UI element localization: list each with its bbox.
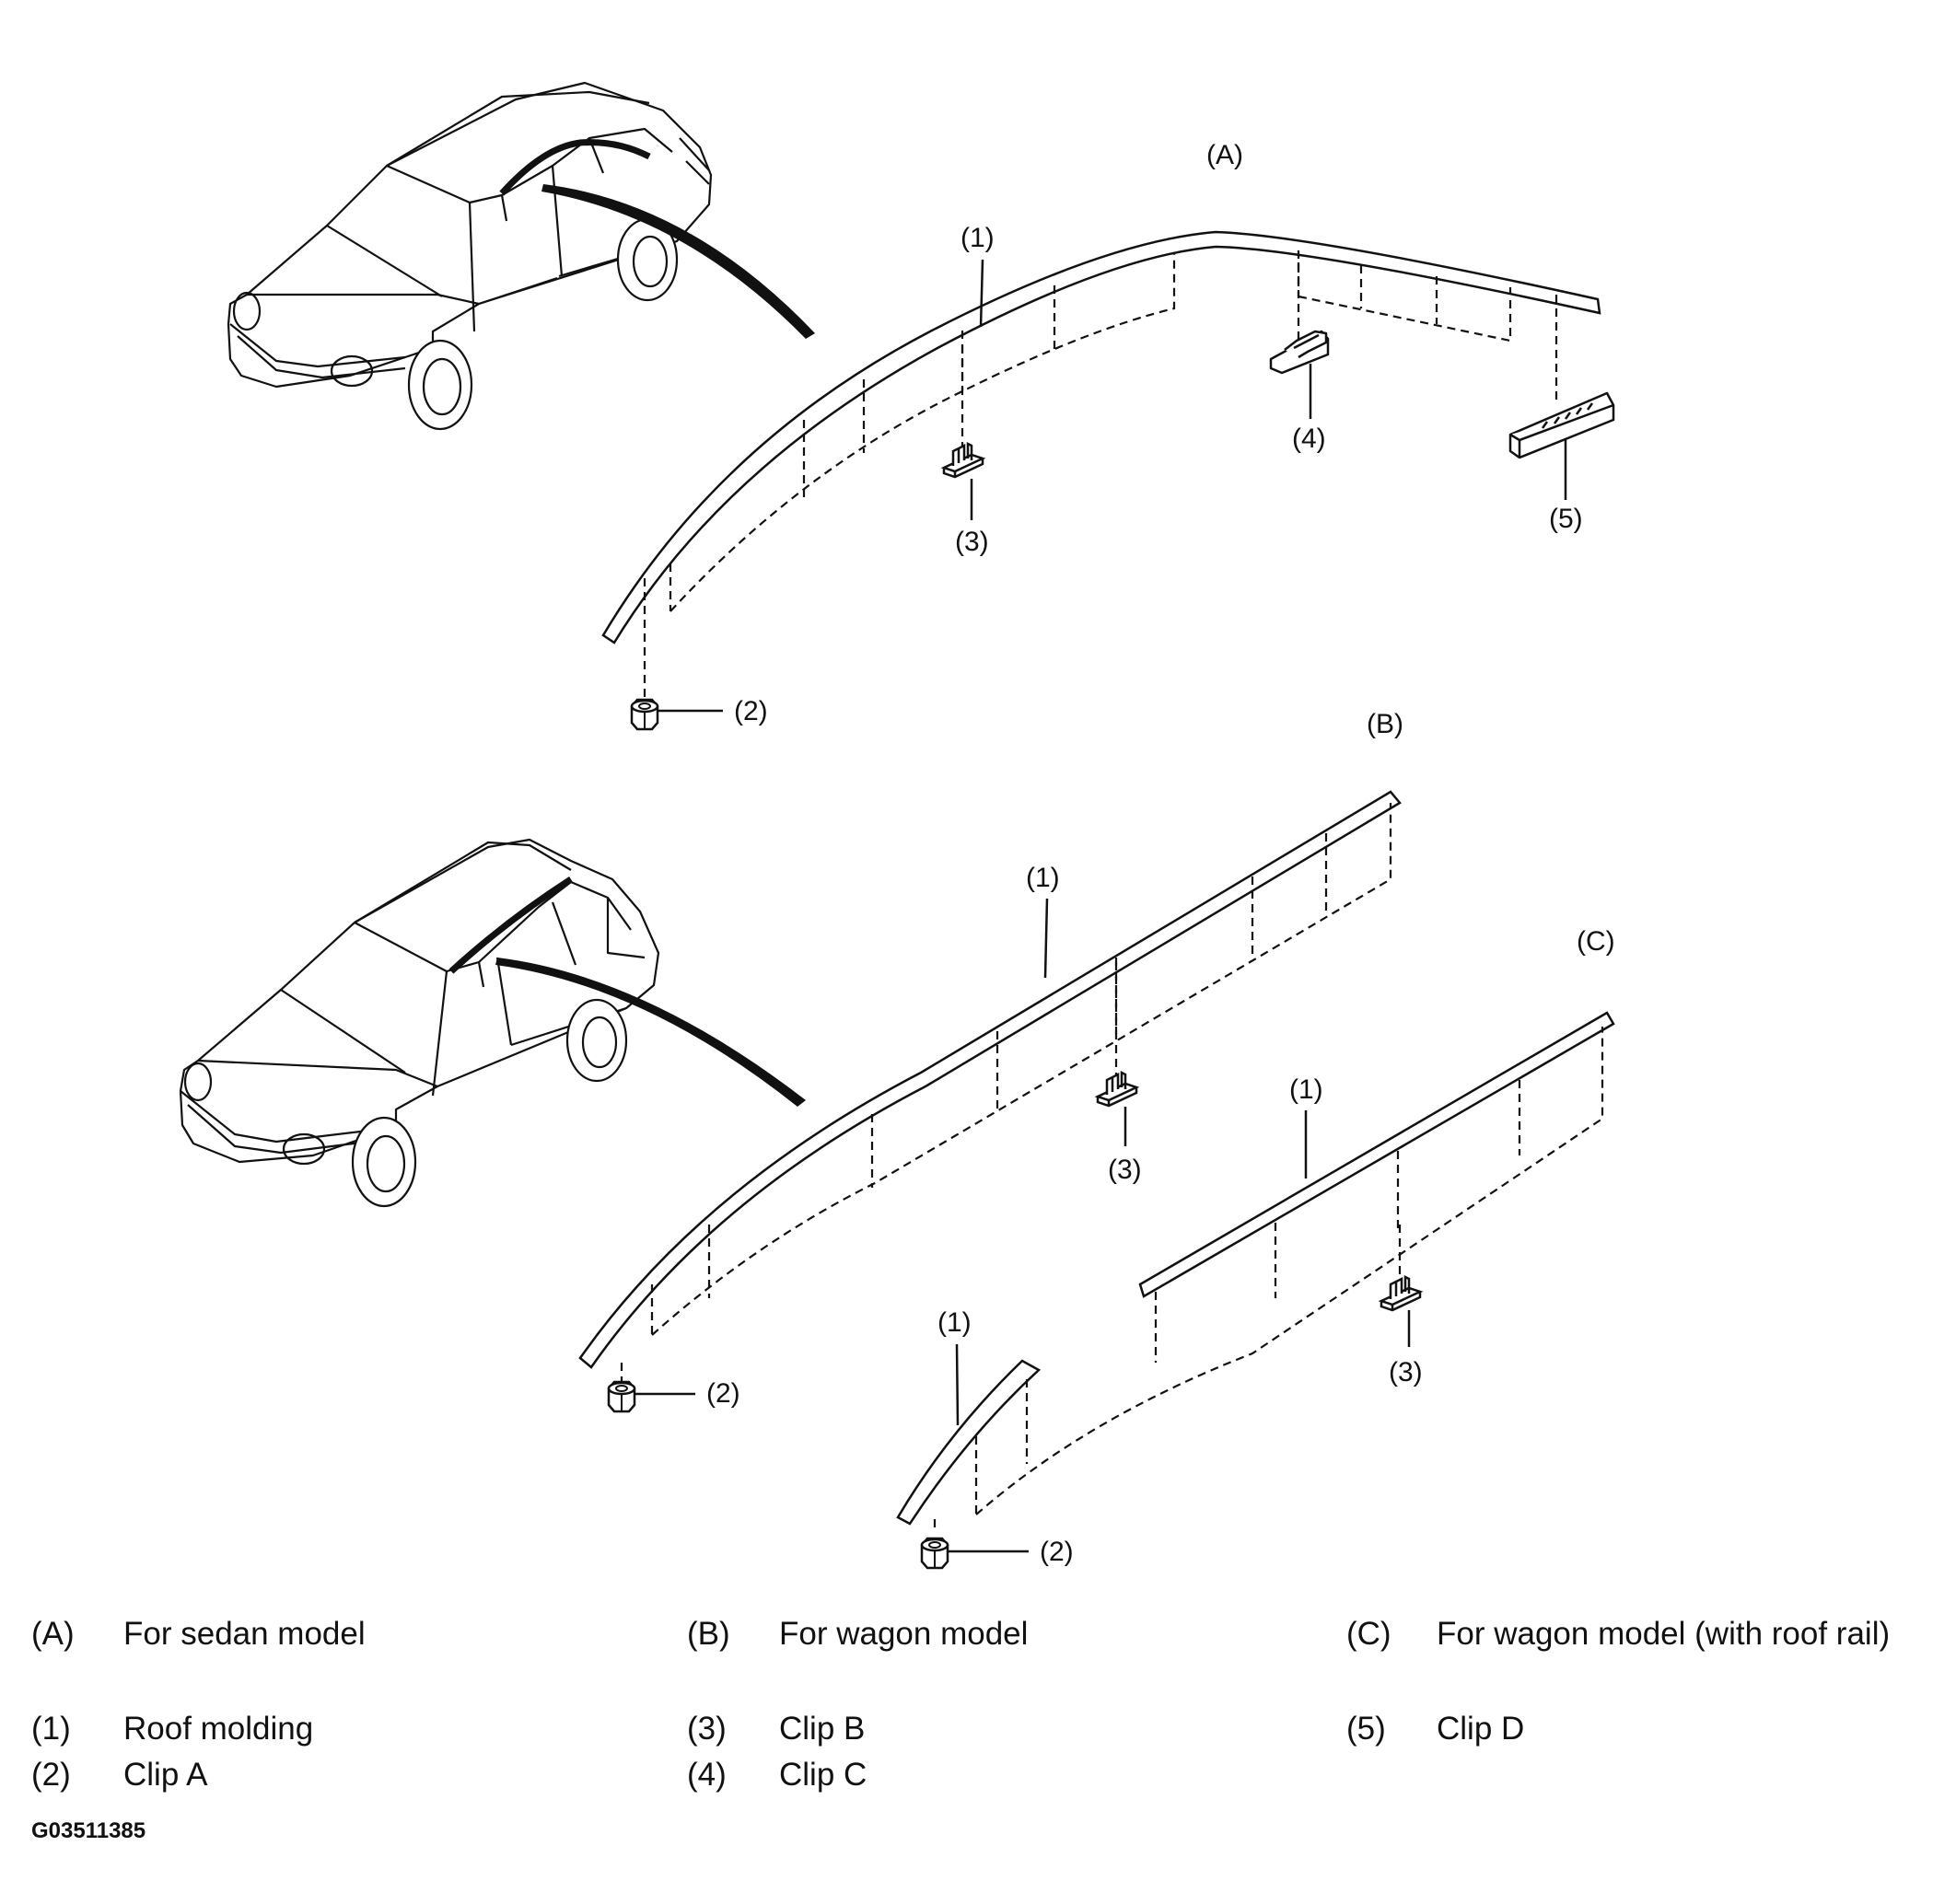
wagon-roof-molding-highlight xyxy=(448,877,573,974)
legend-text: Clip D xyxy=(1437,1711,1525,1747)
molding-c-hidden-lines xyxy=(933,1027,1604,1533)
exploded-parts-diagram: (A) (1) (2) (3) (4) (5) (B) (1) (2) ( xyxy=(179,81,1615,1570)
clip-b-icon xyxy=(1380,1275,1422,1312)
callout-b-3: (3) xyxy=(1108,1155,1142,1185)
legend-text: For wagon model xyxy=(779,1616,1029,1652)
legend-key: (5) xyxy=(1346,1711,1386,1747)
sedan-roof-molding-highlight xyxy=(499,139,651,196)
callout-b: (B) xyxy=(1367,709,1403,739)
molding-b-hidden-lines xyxy=(620,803,1392,1381)
clip-a-nut-icon xyxy=(607,1380,636,1413)
legend-text: For sedan model xyxy=(123,1616,366,1652)
callout-c-1b: (1) xyxy=(937,1307,972,1338)
legend-text: Clip B xyxy=(779,1711,866,1747)
legend-key: (2) xyxy=(31,1757,71,1793)
clip-a-nut-icon xyxy=(920,1537,949,1570)
roof-molding-strip-b xyxy=(578,790,1402,1369)
callout-c-3: (3) xyxy=(1389,1357,1423,1387)
legend-text: Clip C xyxy=(779,1757,867,1793)
clip-b-icon xyxy=(942,442,984,479)
sedan-car-illustration xyxy=(227,81,713,431)
legend-key: (B) xyxy=(687,1616,730,1652)
callout-a: (A) xyxy=(1206,140,1243,170)
callout-b-1: (1) xyxy=(1026,863,1060,893)
roof-molding-strip-c xyxy=(896,1011,1615,1526)
callout-c-1: (1) xyxy=(1289,1074,1323,1105)
molding-a-hidden-lines xyxy=(643,250,1558,707)
clip-d-icon xyxy=(1508,391,1615,459)
wagon-car-illustration xyxy=(179,838,660,1208)
legend-key: (4) xyxy=(687,1757,727,1793)
legend-key: (C) xyxy=(1346,1616,1391,1652)
callout-a-3: (3) xyxy=(955,527,989,557)
legend-key: (3) xyxy=(687,1711,727,1747)
legend-text: Clip A xyxy=(123,1757,208,1793)
clip-c-icon xyxy=(1269,330,1330,375)
callout-a-1: (1) xyxy=(961,223,995,253)
clip-a-nut-icon xyxy=(630,698,659,731)
clip-b-icon xyxy=(1096,1071,1138,1108)
roof-molding-strip-a xyxy=(601,230,1601,644)
callout-b-2: (2) xyxy=(706,1378,740,1409)
legend-key: (A) xyxy=(31,1616,75,1652)
callout-a-5: (5) xyxy=(1549,504,1583,534)
callout-c: (C) xyxy=(1577,926,1615,957)
callout-a-4: (4) xyxy=(1292,424,1326,454)
legend-text: Roof molding xyxy=(123,1711,314,1747)
legend-text: For wagon model (with roof rail) xyxy=(1437,1616,1891,1652)
callout-c-2: (2) xyxy=(1040,1537,1074,1567)
callout-a-2: (2) xyxy=(734,696,768,726)
legend-key: (1) xyxy=(31,1711,71,1747)
figure-id: G03511385 xyxy=(31,1818,146,1843)
